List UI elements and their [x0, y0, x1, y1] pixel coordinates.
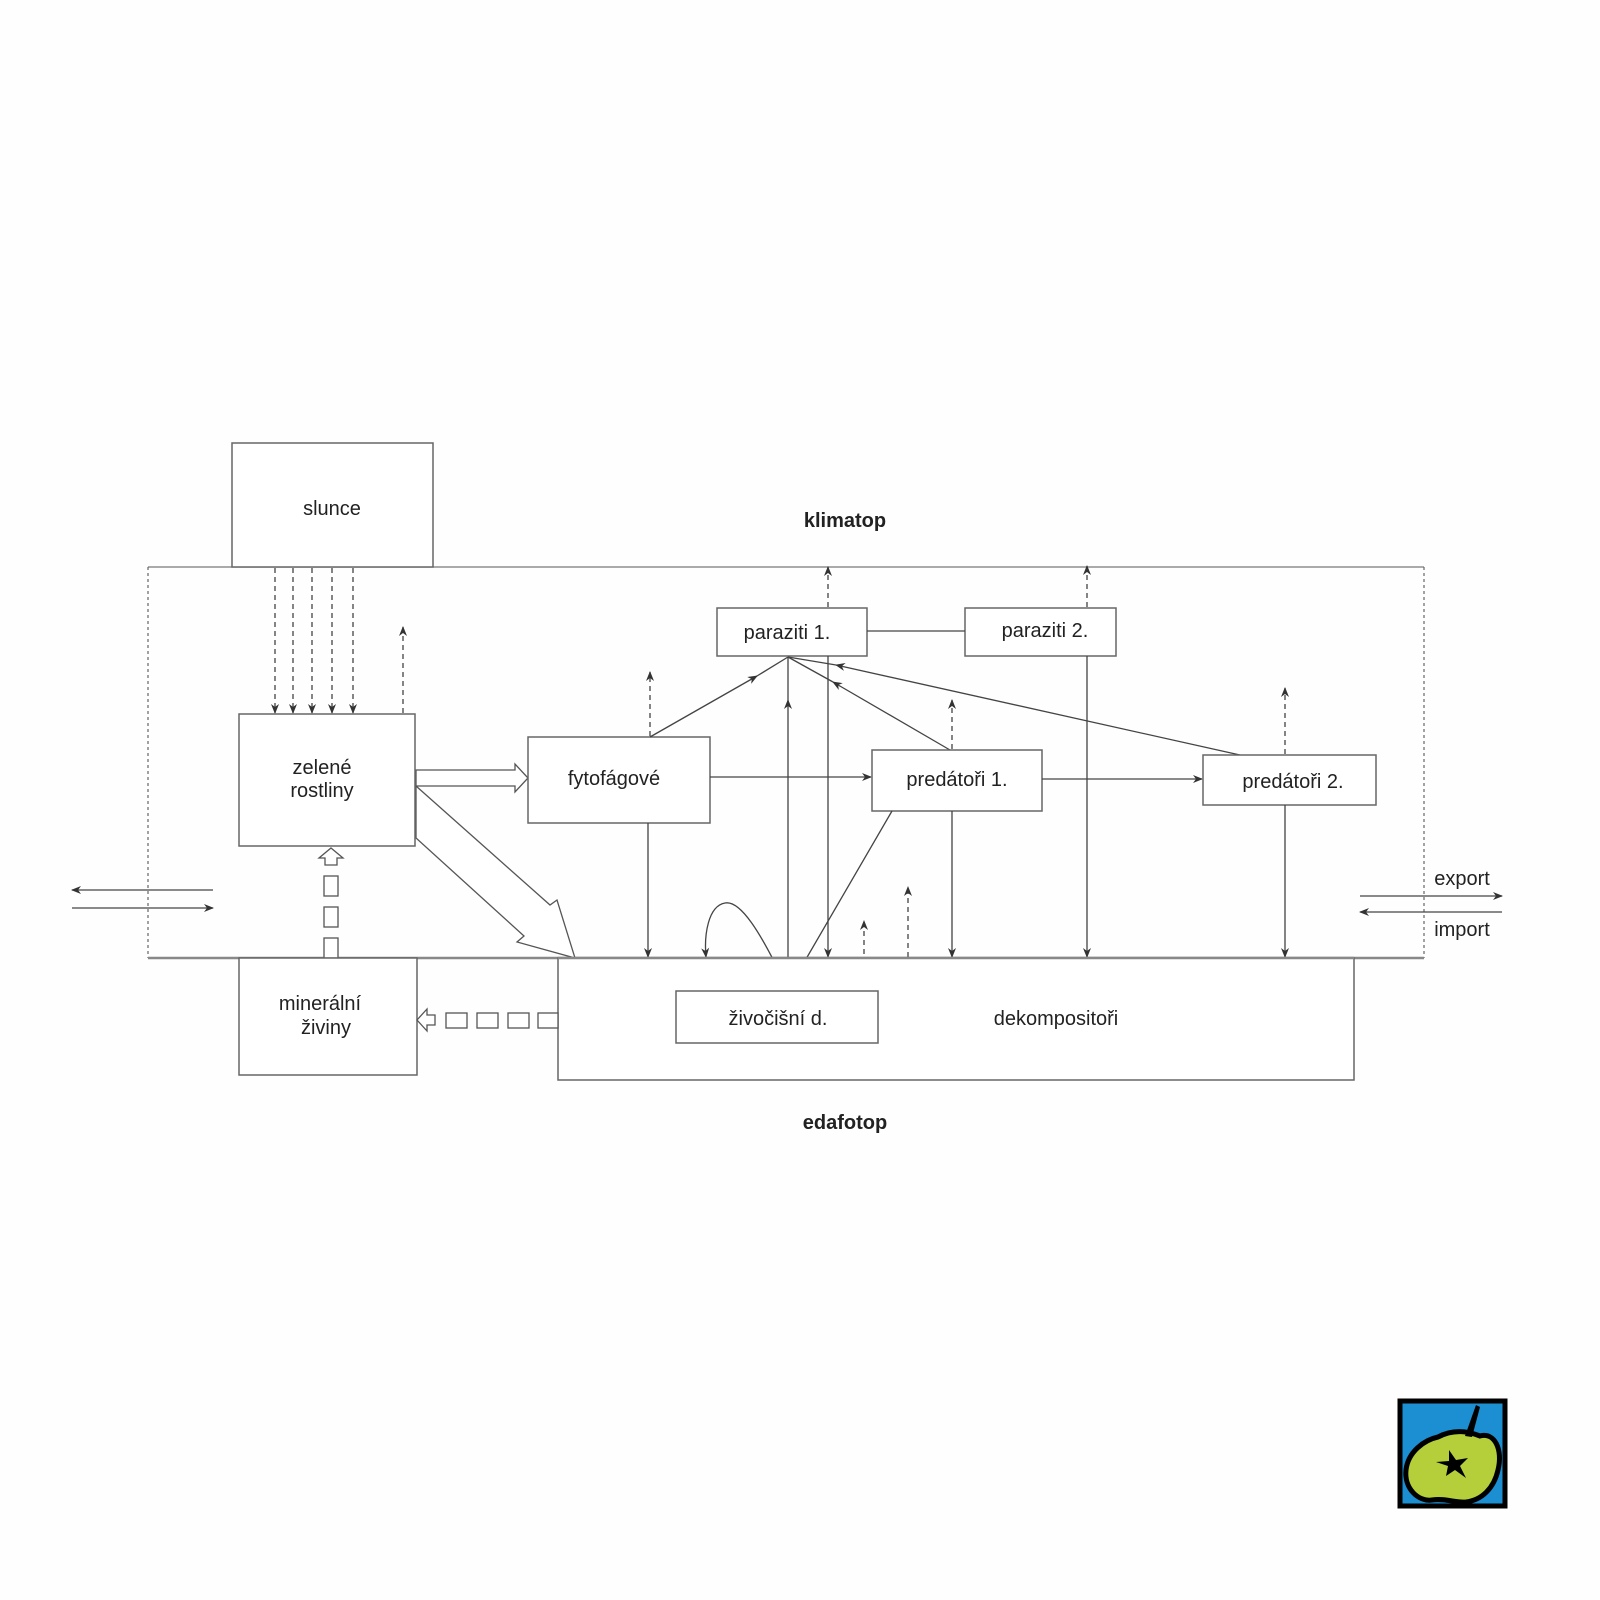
green-plants-label-2: rostliny	[290, 780, 353, 802]
decomposers-to-minerals-arrow	[416, 1007, 559, 1033]
import-label: import	[1434, 919, 1490, 941]
animal-decomposers-node	[675, 990, 879, 1044]
sun-label: slunce	[303, 498, 361, 520]
parasites2-node	[964, 607, 1117, 657]
predators2-to-parasites1-arrow	[835, 663, 1241, 756]
parasites1-label: paraziti 1.	[744, 622, 831, 644]
decomposers-label: dekompositoři	[994, 1008, 1119, 1030]
predators2-label: predátoři 2.	[1242, 771, 1343, 793]
green-plants-label-1: zelené	[293, 757, 352, 779]
parasites1-node	[716, 607, 868, 657]
minerals-label-2: živiny	[301, 1017, 351, 1039]
plants-to-decomposers-arrow	[415, 784, 576, 959]
herbivores-to-parasites1-arrow	[649, 675, 758, 738]
klimatop-label: klimatop	[804, 510, 886, 532]
sunlight-arrows	[271, 568, 357, 714]
minerals-label-1: minerální	[279, 993, 362, 1015]
sun-node	[231, 442, 434, 568]
herbivores-node	[527, 736, 711, 824]
predators1-node	[871, 749, 1043, 812]
herbivores-label: fytofágové	[568, 768, 660, 790]
apple-logo	[1397, 1398, 1508, 1509]
plants-to-herbivores-arrow	[415, 762, 529, 794]
parasites2-label: paraziti 2.	[1002, 620, 1089, 642]
predators2-node	[1202, 754, 1377, 806]
green-plants-node	[238, 713, 416, 847]
predators1-to-parasites1-arrow	[832, 681, 951, 751]
export-label: export	[1434, 868, 1490, 890]
animal-decomposers-loop-arrow	[701, 902, 789, 991]
minerals-to-plants-arrow	[317, 847, 345, 959]
animal-decomposers-label: živočišní d.	[729, 1008, 828, 1030]
minerals-node	[238, 957, 418, 1076]
predators1-label: predátoři 1.	[906, 769, 1007, 791]
edafotop-label: edafotop	[803, 1112, 887, 1134]
